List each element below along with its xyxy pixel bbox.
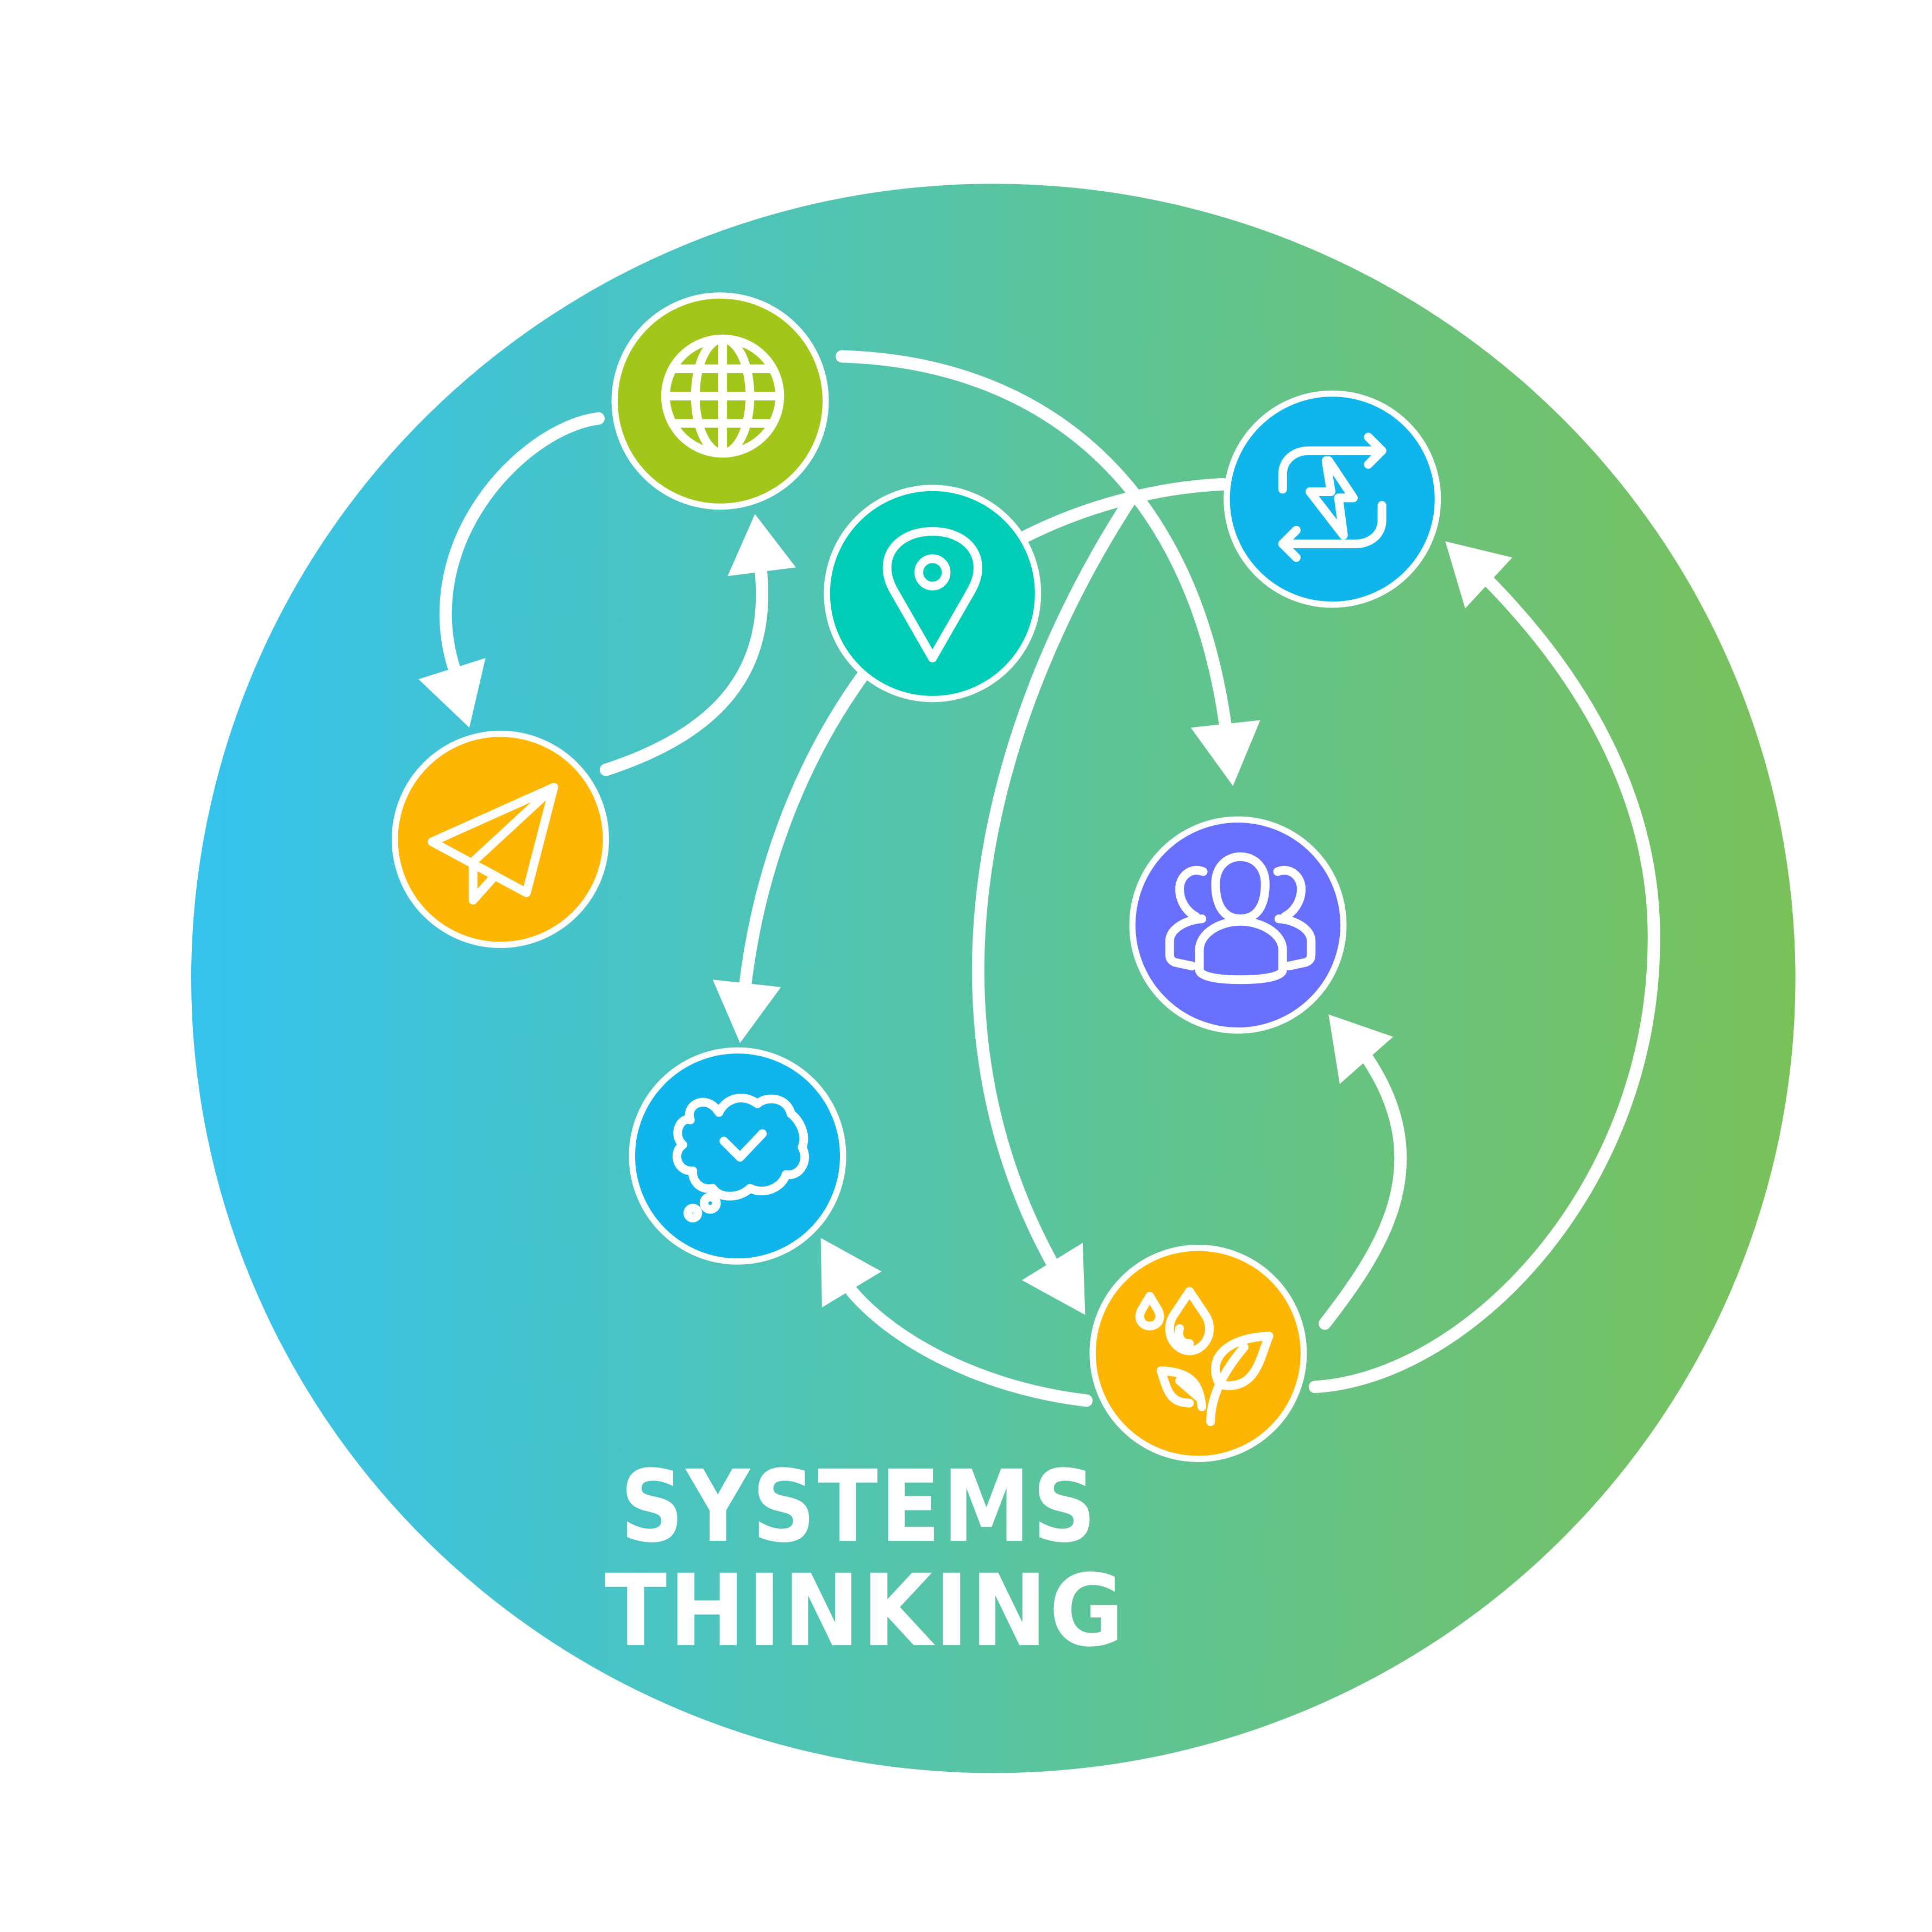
arrowhead-to-people (1190, 720, 1260, 786)
connector-paperplane-to-globe (599, 567, 769, 776)
title-line-2: THINKING (605, 1553, 1126, 1669)
location-pin-icon (882, 527, 982, 663)
arrowhead-to-people-from-plant (1328, 1014, 1394, 1084)
title-line-1: SYSTEMS (620, 1449, 1099, 1565)
thought-node (629, 1047, 846, 1265)
paper-plane-node (392, 730, 609, 948)
cycle-node (1224, 390, 1441, 608)
connector-plant-to-thought (845, 1285, 1093, 1407)
connector-lines (440, 350, 1660, 1407)
plant-node (1089, 1245, 1307, 1462)
location-node (824, 485, 1042, 702)
arrowhead-to-plant (1021, 1243, 1086, 1315)
arrowhead-to-cycle (1445, 541, 1513, 609)
connector-globe-to-paperplane (440, 412, 605, 683)
thought-bubble-check-icon (672, 1094, 809, 1222)
plant-water-drops-icon (1135, 1287, 1274, 1426)
connector-plant-to-cycle (1308, 573, 1660, 1394)
people-node (1129, 816, 1347, 1034)
people-group-icon (1165, 852, 1316, 984)
connector-location-to-thought (738, 669, 869, 994)
paper-plane-icon (428, 782, 559, 905)
globe-icon (661, 334, 785, 458)
arrowhead-to-globe (727, 514, 796, 576)
arrowhead-to-thought (712, 980, 781, 1043)
cycle-arrows-icon (1278, 432, 1387, 562)
arrowhead-to-paperplane (418, 658, 486, 728)
connector-crossing-to-plant (971, 490, 1139, 1276)
arrowhead-to-thought-from-plant (820, 1238, 882, 1308)
connector-globe-to-people (836, 350, 1232, 733)
globe-node (611, 292, 829, 510)
connector-plant-to-people (1319, 1051, 1407, 1330)
arrowheads (418, 514, 1513, 1315)
